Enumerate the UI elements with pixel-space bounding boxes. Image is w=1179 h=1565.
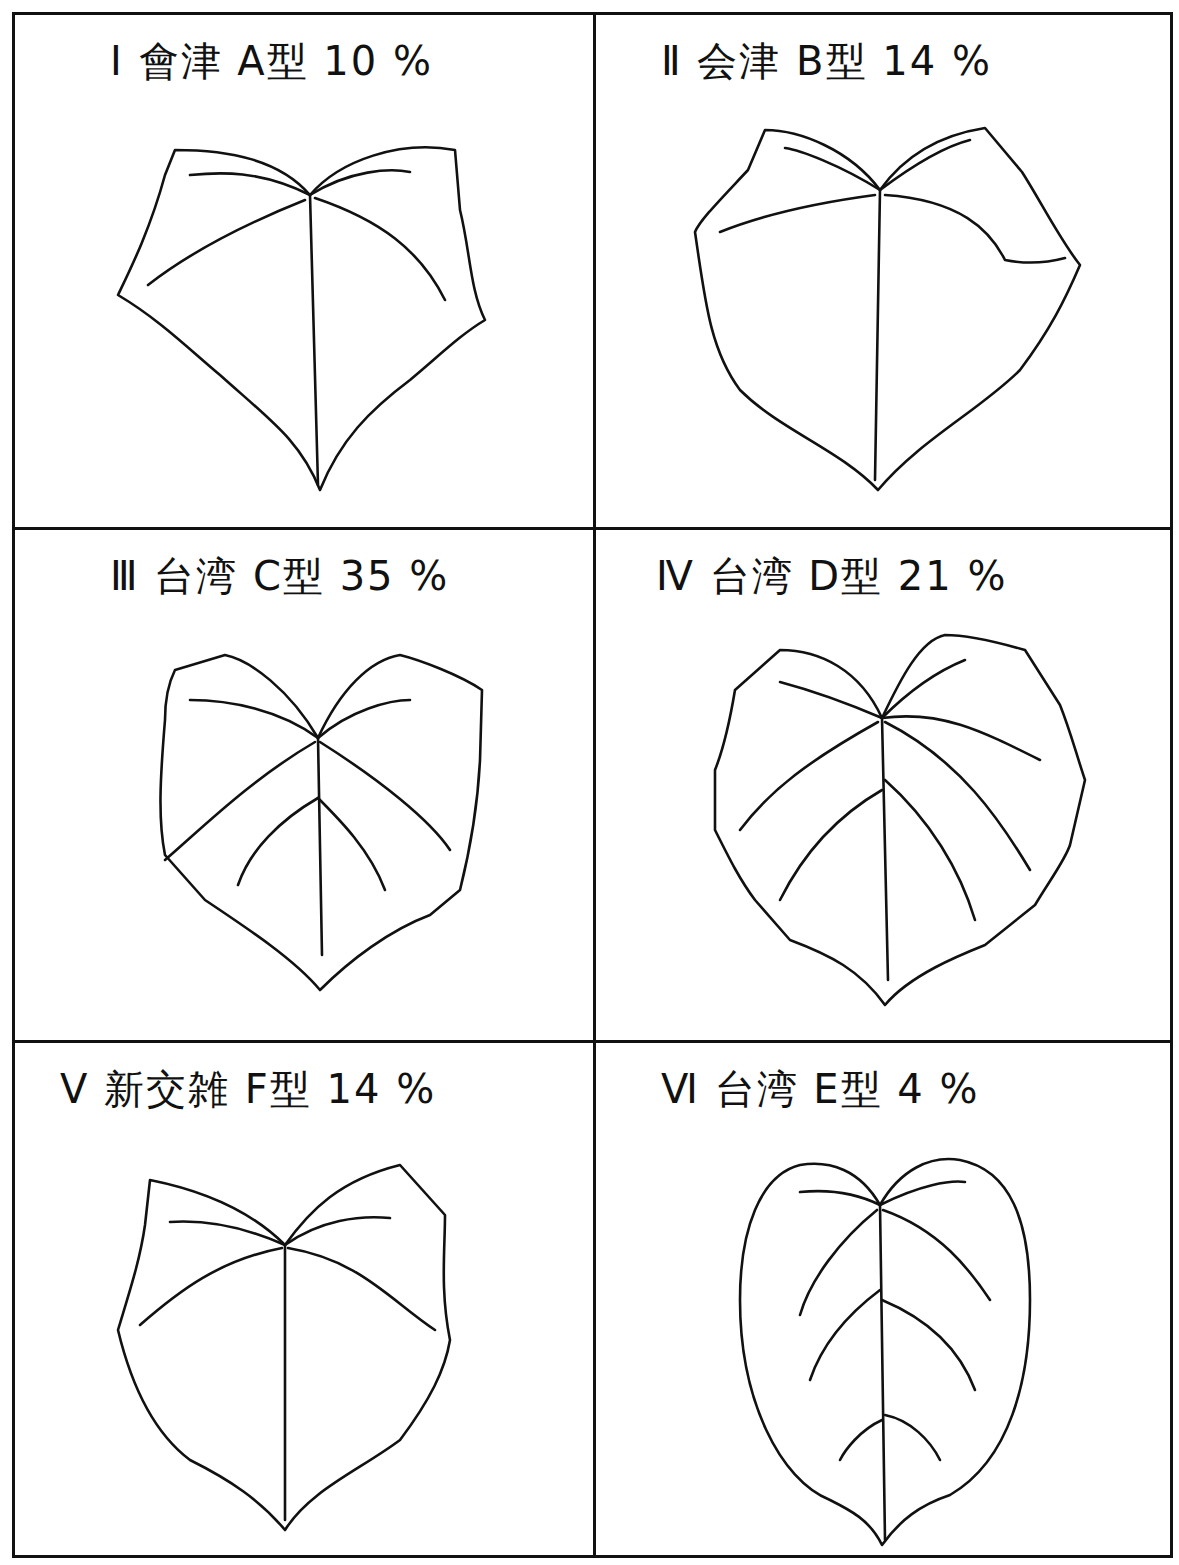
leaf-type-b xyxy=(695,128,1080,490)
leaf-panel: Ⅳ 台湾 D型 21 % xyxy=(593,527,1173,1043)
type-label: Ⅴ 新交雑 F型 14 % xyxy=(60,1065,436,1113)
leaf-type-e xyxy=(740,1159,1030,1545)
type-label: Ⅳ 台湾 D型 21 % xyxy=(656,552,1007,600)
leaf-type-c xyxy=(160,655,482,990)
type-label: Ⅲ 台湾 C型 35 % xyxy=(110,552,449,600)
leaf-panel: Ⅵ 台湾 E型 4 % xyxy=(593,1040,1173,1558)
type-label: Ⅱ 会津 B型 14 % xyxy=(661,37,992,85)
type-label: Ⅵ 台湾 E型 4 % xyxy=(661,1065,979,1113)
leaf-panel: Ⅱ 会津 B型 14 % xyxy=(593,12,1173,530)
leaf-type-d xyxy=(715,635,1085,1005)
leaf-type-a xyxy=(118,147,485,490)
leaf-type-f xyxy=(118,1165,450,1530)
leaf-panel: Ⅴ 新交雑 F型 14 % xyxy=(12,1040,596,1558)
type-label: Ⅰ 會津 A型 10 % xyxy=(110,37,433,85)
leaf-panel: Ⅰ 會津 A型 10 % xyxy=(12,12,596,530)
leaf-panel: Ⅲ 台湾 C型 35 % xyxy=(12,527,596,1043)
